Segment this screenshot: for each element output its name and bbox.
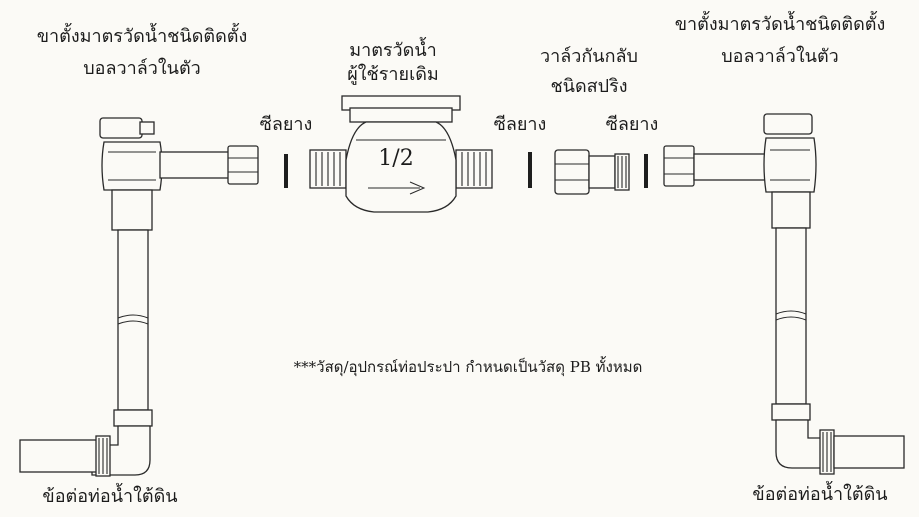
gasket-3-label: ซีลยาง [605,114,659,135]
check-valve-label-line2: ชนิดสปริง [550,76,628,97]
meter-cap-ring [349,107,453,123]
check-valve-label-line1: วาล์วกันกลับ [540,46,638,67]
left-union-nut [227,145,259,185]
gasket-2-mark [528,152,532,188]
left-valve-stem [139,121,155,135]
left-stand-label-line1: ขาตั้งมาตรวัดน้ำชนิดติดตั้ง [36,26,248,47]
meter-flow-arrow [368,181,426,195]
water-meter [309,95,493,213]
check-valve-body [588,155,616,189]
material-note: ***วัสดุ/อุปกรณ์ท่อประปา กำหนดเป็นวัสดุ … [293,358,643,376]
right-stand-label-line1: ขาตั้งมาตรวัดน้ำชนิดติดตั้ง [674,14,886,35]
gasket-2-label: ซีลยาง [493,114,547,135]
right-union-nut [663,145,695,187]
right-underground-label: ข้อต่อท่อน้ำใต้ดิน [752,484,888,505]
right-stand-label-line2: บอลวาล์วในตัว [721,46,839,67]
left-stand-label-line2: บอลวาล์วในตัว [83,58,201,79]
right-meter-stand [663,113,905,475]
right-vertical-pipe [775,227,807,405]
meter-label-line1: มาตรวัดน้ำ [349,40,437,61]
meter-size-label: 1/2 [378,146,414,171]
gasket-3-mark [644,154,648,188]
right-outlet-pipe [693,153,767,181]
right-valve-body [763,137,817,193]
left-outlet-pipe [159,151,231,179]
left-meter-stand [19,117,259,477]
gasket-1-label: ซีลยาง [259,114,313,135]
left-valve-body [101,141,163,191]
right-collar [771,191,811,229]
gasket-1-mark [284,154,288,188]
left-collar [111,189,153,231]
meter-label-line2: ผู้ใช้รายเดิม [347,64,439,85]
left-underground-label: ข้อต่อท่อน้ำใต้ดิน [42,486,178,507]
left-vertical-pipe [117,229,149,411]
left-valve-handle [99,117,143,139]
check-valve-nut [554,149,590,195]
left-lower-fitting [113,409,153,427]
right-lower-fitting [771,403,811,421]
meter-body [345,121,457,213]
right-valve-handle [763,113,813,135]
left-underground-pipe [19,439,101,473]
check-valve [554,149,630,195]
right-underground-pipe [833,435,905,469]
